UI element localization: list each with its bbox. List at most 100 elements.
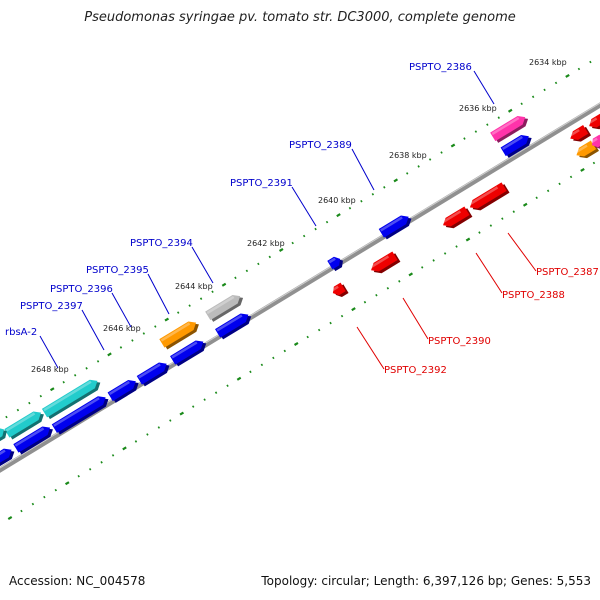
gene-label-pspto-2389[interactable]: PSPTO_2389 [289,140,352,151]
outer-tick [176,311,180,314]
gene-pspto-2391[interactable] [327,254,345,272]
gene-label-pspto-2390[interactable]: PSPTO_2390 [428,336,491,347]
inner-tick [317,328,321,332]
outer-tick [497,116,500,119]
outer-tick-ring [5,60,592,419]
gene-label-rbsa-2[interactable]: rbsA-2 [5,327,37,338]
scale-label-2640: 2640 kbp [318,196,356,205]
inner-tick [226,384,229,388]
inner-tick [351,307,356,312]
gene-label-pspto-2396[interactable]: PSPTO_2396 [50,284,113,295]
gene-cyan-1[interactable] [41,376,103,420]
outer-tick [291,241,294,245]
outer-tick [531,95,535,99]
gene-pspto-2386-forward[interactable] [500,131,535,158]
gene-red-edge-2[interactable] [587,113,600,133]
gene-label-pspto-2397[interactable]: PSPTO_2397 [20,301,83,312]
outer-tick [16,408,20,412]
gene-pspto-2388[interactable] [440,206,473,232]
inner-tick [43,495,46,499]
outer-tick [463,137,466,140]
outer-tick [142,332,146,335]
gene-orange-forward[interactable] [159,318,201,351]
inner-tick [146,433,149,436]
outer-tick [383,186,386,189]
inner-tick [236,376,242,381]
gene-cyan-2[interactable] [4,408,46,441]
gene-features [0,112,600,467]
inner-tick [592,161,596,165]
inner-tick [100,461,103,464]
scale-label-2648: 2648 kbp [31,365,69,374]
inner-tick [501,217,504,220]
inner-tick [580,167,585,172]
outer-tick [554,81,558,85]
scale-label-2646: 2646 kbp [103,324,141,333]
gene-pspto-2394[interactable] [215,310,254,341]
inner-tick [64,481,70,486]
gene-rbsa-2[interactable] [51,392,111,435]
outer-tick [348,206,352,210]
outer-tick [199,297,203,300]
inner-tick-ring [7,161,596,520]
gene-red-edge-1[interactable] [568,124,592,145]
outer-tick [131,339,134,342]
inner-tick [283,349,286,353]
gene-forward-edge[interactable] [0,445,17,467]
inner-tick [386,287,390,290]
gene-cyan-edge[interactable] [0,424,9,443]
inner-tick [465,237,471,242]
gene-pspto-2397[interactable] [107,376,142,403]
outer-tick [73,373,77,377]
outer-tick [314,227,317,231]
gene-label-pspto-2386[interactable]: PSPTO_2386 [409,62,472,73]
outer-tick [543,88,546,92]
inner-tick [340,314,344,318]
inner-tick [522,202,528,207]
gene-pspto-2387[interactable] [467,182,510,215]
gene-label-pspto-2394[interactable]: PSPTO_2394 [130,238,193,249]
gene-pspto-2390[interactable] [368,251,401,277]
gene-pspto-2395[interactable] [170,337,209,368]
gene-label-pspto-2391[interactable]: PSPTO_2391 [230,178,293,189]
gene-orange-edge[interactable] [574,140,599,162]
scale-label-2636: 2636 kbp [459,104,497,113]
gene-pspto-2389[interactable] [378,212,414,241]
gene-pspto-2392[interactable] [330,282,349,300]
gene-pspto-2396[interactable] [136,359,172,388]
inner-tick [558,182,561,186]
outer-tick [520,102,523,106]
outer-tick [211,290,214,294]
genome-title: Pseudomonas syringae pv. tomato str. DC3… [84,10,516,25]
scale-label-2634: 2634 kbp [529,58,567,67]
outer-tick [5,415,8,419]
outer-tick [221,282,227,287]
inner-tick [535,196,538,200]
gene-label-pspto-2392[interactable]: PSPTO_2392 [384,365,447,376]
gene-gray[interactable] [205,291,246,323]
inner-tick [111,454,115,457]
outer-tick [450,143,456,148]
inner-tick [20,509,23,513]
accession-text: Accession: NC_004578 [9,574,146,588]
outer-tick [62,380,65,384]
scale-labels: 2634 kbp 2636 kbp 2638 kbp 2640 kbp 2642… [31,58,567,374]
gene-label-pspto-2387[interactable]: PSPTO_2387 [536,267,599,278]
outer-tick [154,325,157,328]
inner-tick [443,252,447,255]
gene-magenta[interactable] [490,112,531,144]
outer-tick [188,304,191,307]
gene-magenta-edge[interactable] [589,134,600,152]
outer-tick [565,73,570,78]
outer-tick [96,360,100,363]
inner-tick [546,189,550,193]
outer-tick [360,199,363,203]
gene-label-pspto-2388[interactable]: PSPTO_2388 [502,290,565,301]
outer-tick [107,352,112,357]
inner-tick [77,474,80,478]
gene-forward-left[interactable] [13,423,55,456]
gene-label-pspto-2395[interactable]: PSPTO_2395 [86,265,149,276]
label-connectors [39,70,537,370]
